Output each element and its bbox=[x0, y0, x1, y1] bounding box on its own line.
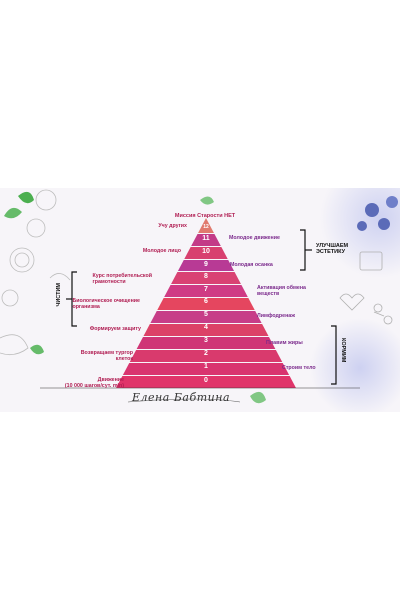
bracket-feed bbox=[331, 325, 337, 385]
signature-flourish bbox=[127, 398, 241, 403]
label-metabolism: Активация обмена веществ bbox=[257, 285, 306, 297]
level-number: 5 bbox=[204, 311, 208, 318]
pyramid-level-band bbox=[136, 337, 276, 349]
label-lymph: Лимфодренаж bbox=[257, 313, 295, 319]
label-young-movement: Молодое движение bbox=[229, 235, 280, 241]
pyramid-top-label: Миссия Старости НЕТ bbox=[174, 213, 236, 219]
pyramid-level-band bbox=[177, 260, 235, 271]
label-young-face: Молодое лицо bbox=[142, 248, 181, 254]
level-number: 3 bbox=[204, 337, 208, 344]
level-number: 1 bbox=[204, 363, 208, 370]
label-melt-fat: Плавим жиры bbox=[266, 340, 303, 346]
label-turgor: Возвращаем тургор клеток bbox=[80, 350, 133, 362]
label-movement: Движение (10 000 шагов/сут. min) bbox=[64, 377, 124, 389]
label-literacy: Курс потребительской грамотности bbox=[92, 273, 152, 285]
pyramid-level-band bbox=[150, 311, 262, 323]
decor-glow bbox=[320, 188, 400, 278]
level-number: 4 bbox=[204, 324, 208, 331]
pyramid-banner: 0 1 2 3 4 5 6 7 8 9 10 11 12 Миссия Стар… bbox=[0, 188, 400, 412]
level-number: 2 bbox=[204, 350, 208, 357]
decor-right bbox=[339, 251, 393, 325]
label-bio-cleaning: Биологическое очищение организма bbox=[72, 298, 140, 310]
decor-left bbox=[0, 189, 71, 356]
bracket-aesthetics bbox=[300, 229, 312, 271]
level-number: 8 bbox=[204, 273, 208, 280]
decor-glow bbox=[310, 318, 400, 412]
level-number: 7 bbox=[204, 286, 208, 293]
level-number: 11 bbox=[202, 235, 210, 242]
signature: Елена Бабтина bbox=[132, 391, 231, 404]
pyramid-level-band bbox=[184, 247, 228, 259]
group-label-feed: КОРМИМ bbox=[340, 338, 347, 363]
pyramid-level-band bbox=[171, 272, 241, 284]
decor-berries-icon bbox=[357, 196, 398, 231]
level-number: 6 bbox=[204, 298, 208, 305]
pyramid-levels bbox=[40, 218, 360, 389]
label-posture: Молодая осанка bbox=[230, 262, 273, 268]
pyramid-level-band bbox=[191, 234, 221, 246]
level-number: 9 bbox=[204, 261, 208, 268]
pyramid-level-band bbox=[116, 376, 296, 388]
pyramid-level-band bbox=[157, 298, 255, 310]
pyramid-level-band bbox=[164, 285, 248, 297]
group-label-cleanse: ЧИСТИМ bbox=[56, 283, 62, 307]
group-label-aesthetics: УЛУЧШАЕМ ЭСТЕТИКУ bbox=[316, 243, 349, 256]
pyramid-diagram bbox=[0, 188, 400, 412]
level-number: 0 bbox=[204, 377, 208, 384]
bracket-cleanse bbox=[66, 271, 77, 327]
pyramid-level-band bbox=[198, 218, 214, 233]
pyramid-level-band bbox=[143, 324, 269, 336]
label-build-body: Строим тело bbox=[282, 365, 316, 371]
label-teach-others: Учу других bbox=[158, 223, 187, 229]
pyramid-level-band bbox=[129, 350, 283, 362]
leaf-icon bbox=[4, 191, 266, 404]
level-number: 10 bbox=[202, 248, 210, 255]
label-protection: Формируем защиту bbox=[89, 326, 141, 332]
pyramid-level-band bbox=[122, 363, 290, 375]
level-number: 12 bbox=[203, 224, 209, 230]
